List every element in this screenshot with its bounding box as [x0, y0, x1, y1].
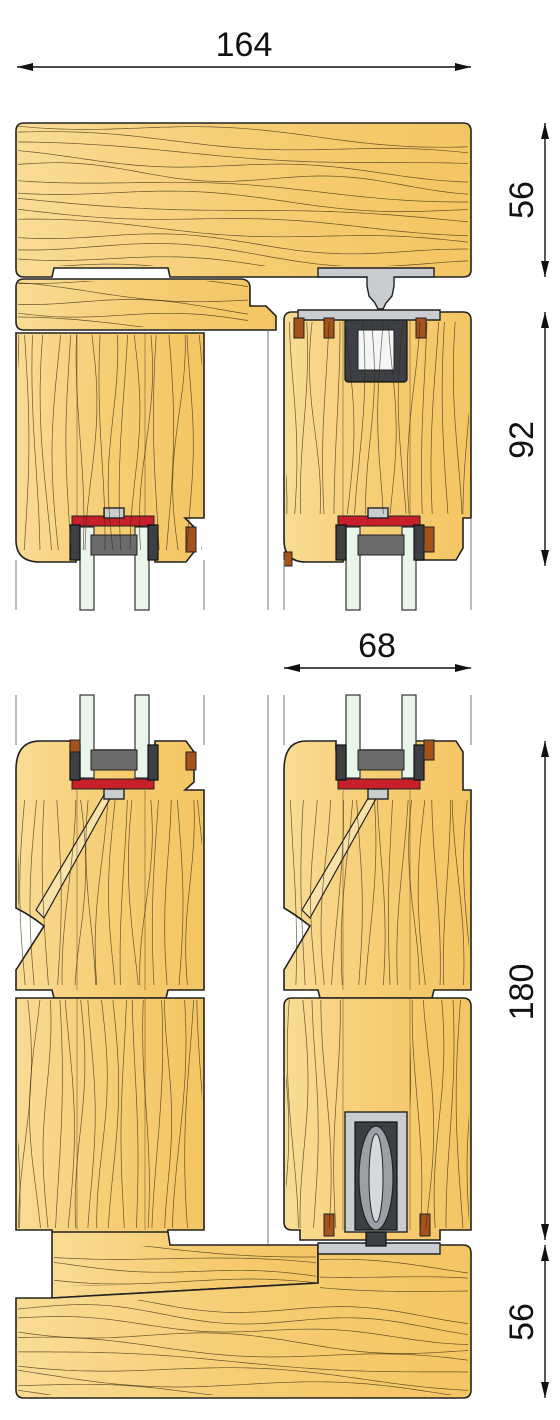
glass-pane: [401, 526, 417, 611]
wood-grain-texture: [18, 126, 469, 1395]
glazing-seal: [71, 778, 155, 790]
dimension-bottom-frame: 56: [503, 1245, 549, 1398]
glazing-spacer: [357, 534, 405, 556]
weather-seal: [185, 526, 197, 553]
glass-pane: [134, 526, 150, 611]
dimension-bottom-sash: 180: [503, 741, 549, 1240]
weather-seal: [423, 526, 435, 553]
glass-pane: [401, 694, 417, 779]
dimension-label-top-frame: 56: [503, 181, 541, 219]
glazing-spacer: [90, 749, 138, 771]
dimension-label-top-sash: 92: [503, 421, 541, 459]
sash-top-channel-hollow: [357, 329, 395, 371]
glazing-bead: [413, 524, 425, 561]
bottom-frame-sill: [15, 1231, 472, 1399]
glazing-bead: [413, 744, 425, 781]
weather-seal: [415, 317, 427, 339]
weather-seal: [185, 751, 197, 771]
dimension-label-bottom-sash: 180: [503, 964, 541, 1021]
glazing-clip: [103, 788, 125, 800]
glazing-bead: [147, 524, 159, 561]
sill-main: [15, 1244, 472, 1399]
dimension-label-bottom-frame: 56: [503, 1303, 541, 1341]
roller-hub: [368, 1133, 384, 1223]
weather-seal: [283, 551, 293, 567]
glazing-bead: [335, 524, 347, 561]
glass-pane: [345, 694, 361, 779]
glazing-bead: [335, 744, 347, 781]
weather-seal: [293, 317, 305, 339]
weather-seal: [419, 1213, 431, 1237]
glazing-bead: [147, 744, 159, 781]
bottom-jamb-lines: [15, 695, 472, 1245]
glazing-seal: [337, 778, 421, 790]
glass-pane: [345, 526, 361, 611]
glazing-spacer: [357, 749, 405, 771]
dimension-top-frame: 56: [503, 123, 549, 277]
dimension-top-sash: 92: [503, 312, 549, 566]
rail-track: [365, 1231, 387, 1247]
glazing-bead: [69, 524, 81, 561]
dimension-label-overall-width: 164: [216, 26, 273, 64]
dimension-overall-width: 164: [17, 26, 471, 71]
dimension-sash-width: 68: [284, 627, 471, 672]
glass-pane: [134, 694, 150, 779]
bottom-inner-sash: [15, 694, 205, 1241]
top-jamb-lines: [15, 330, 472, 610]
dimension-label-sash-width: 68: [358, 627, 396, 665]
top-frame-head: [15, 122, 472, 310]
weather-seal: [69, 739, 81, 753]
top-frame-wood: [15, 122, 472, 278]
bottom-guide-rail: [317, 1242, 441, 1255]
bottom-outer-sash: [283, 694, 472, 1241]
top-guide-rail: [317, 267, 435, 310]
glazing-clip: [103, 507, 125, 519]
glazing-spacer: [90, 534, 138, 556]
weather-seal: [423, 739, 435, 761]
glazing-clip: [367, 507, 389, 519]
glazing-clip: [367, 788, 389, 800]
